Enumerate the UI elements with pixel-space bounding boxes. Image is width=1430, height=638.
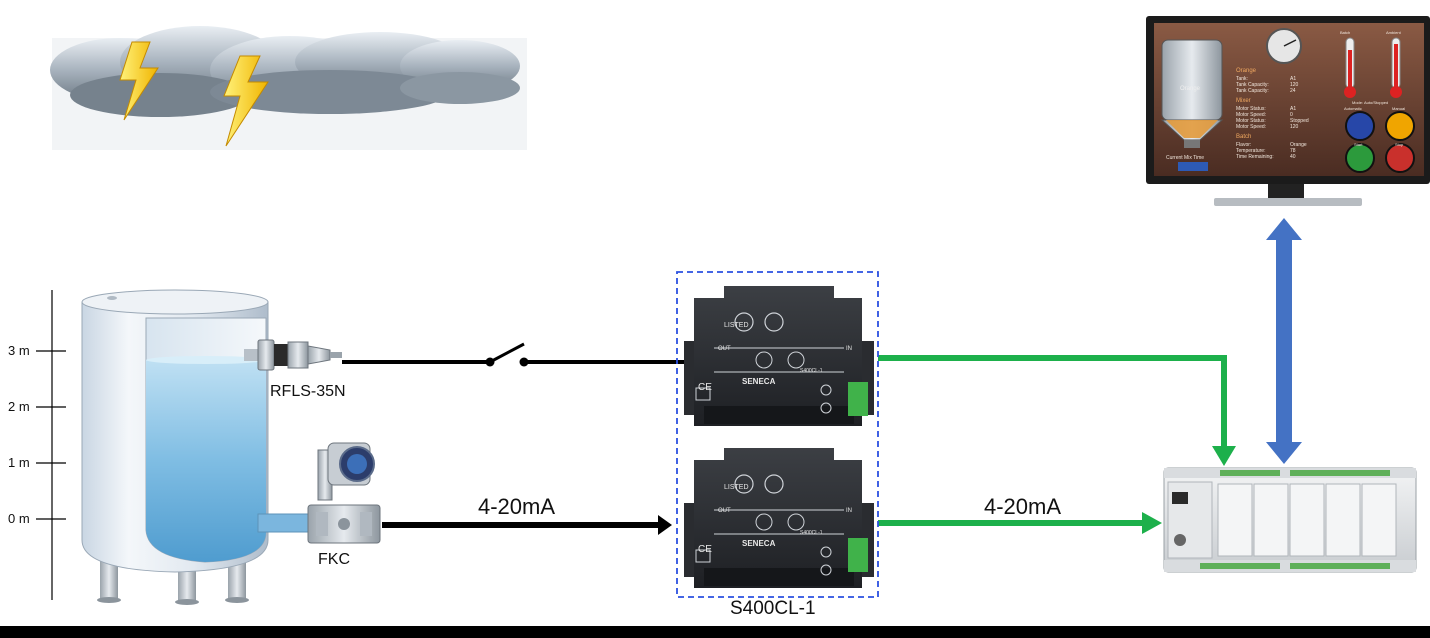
hmi-start-label[interactable]: Start <box>1354 142 1363 147</box>
transmitter-label: FKC <box>318 551 350 568</box>
isolator-group-box <box>676 271 879 598</box>
signal-isolator-module <box>684 286 874 426</box>
hmi-therm-label: Batch <box>1340 30 1350 35</box>
hmi-row-value: 0 <box>1290 112 1293 118</box>
hmi-row-value: 24 <box>1290 88 1296 94</box>
hmi-mode-label: Manual <box>1392 106 1405 111</box>
level-switch-label: RFLS-35N <box>270 383 346 400</box>
lightning-bolt-icon <box>119 41 159 121</box>
hmi-row-value: 78 <box>1290 148 1296 154</box>
storage-tank <box>81 289 315 605</box>
ce-mark: CE <box>698 544 712 555</box>
hmi-monitor <box>1146 16 1430 206</box>
hmi-row-key: Tank: <box>1236 76 1248 82</box>
hmi-footer-label: Current Mix Time <box>1166 155 1204 161</box>
isolator-port-out: OUT <box>718 508 731 514</box>
communication-bus-arrow <box>1266 218 1302 464</box>
hmi-row-value: 120 <box>1290 82 1299 88</box>
scale-mark-2m: 2 m <box>8 399 30 414</box>
signal-isolator-module <box>684 448 874 588</box>
isolator-port-in: IN <box>846 508 852 514</box>
hmi-row-value: Orange <box>1290 142 1307 148</box>
hmi-row-key: Temperature: <box>1236 148 1265 154</box>
hmi-therm-label: Ambient <box>1386 30 1402 35</box>
storm-cloud-icon <box>50 26 527 150</box>
analog-signal-arrow-left <box>382 515 672 535</box>
ce-mark: CE <box>698 382 712 393</box>
hmi-row-key: Tank Capacity: <box>1236 82 1269 88</box>
hmi-row-key: Motor Status: <box>1236 106 1266 112</box>
pressure-transmitter-icon <box>307 442 381 544</box>
hmi-section-batch: Batch <box>1236 134 1251 140</box>
scale-mark-1m: 1 m <box>8 455 30 470</box>
hmi-row-value: A1 <box>1290 106 1296 112</box>
hmi-tank-name: Orange <box>1180 86 1201 92</box>
hmi-stop-label[interactable]: Stop <box>1395 142 1404 147</box>
isolator-model: S400CL-1 <box>800 530 823 536</box>
isolator-brand: SENECA <box>742 377 776 386</box>
hmi-row-value: 40 <box>1290 154 1296 160</box>
digital-signal-arrow <box>878 355 1236 466</box>
hmi-row-key: Flavor: <box>1236 142 1251 148</box>
hmi-row-value: A1 <box>1290 76 1296 82</box>
switch-wire <box>342 342 686 367</box>
scale-mark-3m: 3 m <box>8 343 30 358</box>
hmi-section-orange: Orange <box>1236 68 1257 74</box>
signal-label-right: 4-20mA <box>984 494 1062 519</box>
hmi-row-key: Motor Speed: <box>1236 112 1266 118</box>
signal-label-left: 4-20mA <box>478 494 556 519</box>
hmi-row-key: Tank Capacity: <box>1236 88 1269 94</box>
hmi-row-value: 120 <box>1290 124 1299 130</box>
hmi-section-mixer: Mixer <box>1236 98 1251 104</box>
isolator-brand: SENECA <box>742 539 776 548</box>
isolator-port-out: OUT <box>718 346 731 352</box>
isolator-cert-label: LISTED <box>724 322 749 329</box>
isolator-group-label: S400CL-1 <box>730 598 816 619</box>
hmi-mode-title: Mode: Auto/Stopped <box>1352 100 1388 105</box>
scale-mark-0m: 0 m <box>8 511 30 526</box>
hmi-mode-label: Automatic <box>1344 106 1362 111</box>
level-scale <box>36 290 66 600</box>
footer-bar <box>0 626 1430 638</box>
analog-signal-arrow-right <box>878 512 1162 534</box>
isolator-cert-label: LISTED <box>724 484 749 491</box>
lightning-bolt-icon <box>223 55 269 147</box>
hmi-row-key: Time Remaining: <box>1236 154 1274 160</box>
level-switch-icon <box>244 339 342 371</box>
isolator-port-in: IN <box>846 346 852 352</box>
hmi-row-key: Motor Speed: <box>1236 124 1266 130</box>
hmi-row-value: Stopped <box>1290 118 1309 124</box>
isolator-model: S400CL-1 <box>800 368 823 374</box>
plc-controller-icon <box>1163 467 1417 573</box>
hmi-row-key: Motor Status: <box>1236 118 1266 124</box>
